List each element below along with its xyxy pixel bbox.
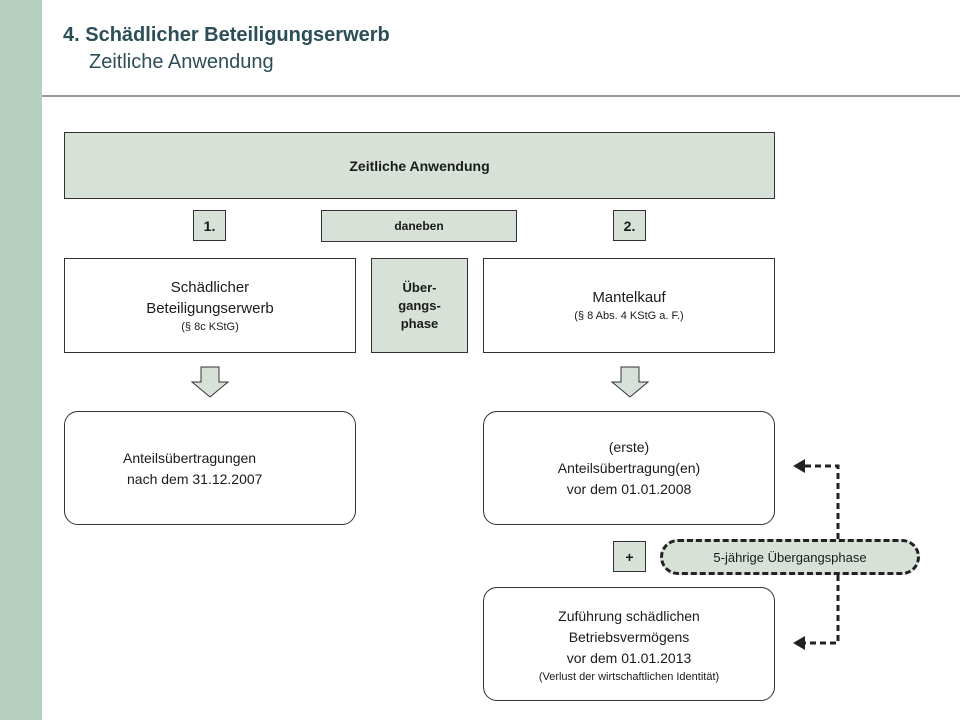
dashed-arrowhead-up xyxy=(793,459,805,473)
plus-label: + xyxy=(625,548,634,565)
right-box-ref: (§ 8 Abs. 4 KStG a. F.) xyxy=(574,310,684,322)
header-divider xyxy=(42,95,960,97)
step-1-label: 1. xyxy=(203,217,216,234)
result-right-line1: (erste) xyxy=(608,438,650,455)
banner-zeitliche-anwendung: Zeitliche Anwendung xyxy=(64,132,775,199)
mid-box-line2: gangs- xyxy=(398,297,441,313)
result-right-line2: Anteilsübertragung(en) xyxy=(557,459,701,476)
transition-phase-pill: 5-jährige Übergangsphase xyxy=(660,539,920,575)
banner-label: Zeitliche Anwendung xyxy=(349,157,490,174)
zufuehrung-result-box: Zuführung schädlichen Betriebsvermögens … xyxy=(483,587,775,701)
result-bottom-line2: Betriebsvermögens xyxy=(568,629,690,645)
left-box-line2: Beteiligungserwerb xyxy=(146,299,274,317)
sidebar-band xyxy=(0,0,42,720)
dashed-connector-up xyxy=(805,464,840,539)
mid-box-line3: phase xyxy=(400,315,439,331)
step-2-badge: 2. xyxy=(613,210,646,241)
daneben-label: daneben xyxy=(394,219,444,233)
result-bottom-note: (Verlust der wirtschaftlichen Identität) xyxy=(538,671,720,683)
dashed-arrowhead-down xyxy=(793,636,805,650)
transition-phase-label: 5-jährige Übergangsphase xyxy=(713,549,867,565)
result-left-line2: nach dem 31.12.2007 xyxy=(127,471,263,487)
result-bottom-line1: Zuführung schädlichen xyxy=(558,608,700,624)
down-arrow-left xyxy=(190,366,230,398)
erste-anteilsuebertragung-result-box: (erste) Anteilsübertragung(en) vor dem 0… xyxy=(483,411,775,525)
result-left-line1: Anteilsübertragungen xyxy=(123,450,257,466)
page-subtitle: Zeitliche Anwendung xyxy=(89,51,274,73)
step-1-badge: 1. xyxy=(193,210,226,241)
plus-badge: + xyxy=(613,541,646,572)
result-bottom-line3: vor dem 01.01.2013 xyxy=(566,650,692,666)
dashed-connector-down xyxy=(805,575,840,645)
down-arrow-right xyxy=(610,366,650,398)
daneben-label-box: daneben xyxy=(321,210,517,242)
page-title: 4. Schädlicher Beteiligungserwerb xyxy=(63,24,390,46)
mantelkauf-box: Mantelkauf (§ 8 Abs. 4 KStG a. F.) xyxy=(483,258,775,353)
right-box-line1: Mantelkauf xyxy=(592,289,666,306)
result-right-line3: vor dem 01.01.2008 xyxy=(566,480,692,497)
left-box-ref: (§ 8c KStG) xyxy=(181,320,239,333)
uebergangsphase-box: Über- gangs- phase xyxy=(371,258,468,353)
schaedlicher-beteiligungserwerb-box: Schädlicher Beteiligungserwerb (§ 8c KSt… xyxy=(64,258,356,353)
mid-box-line1: Über- xyxy=(402,279,437,295)
step-2-label: 2. xyxy=(623,217,636,234)
left-box-line1: Schädlicher xyxy=(170,278,250,296)
anteilsuebertragungen-result-box: Anteilsübertragungen nach dem 31.12.2007 xyxy=(64,411,356,525)
